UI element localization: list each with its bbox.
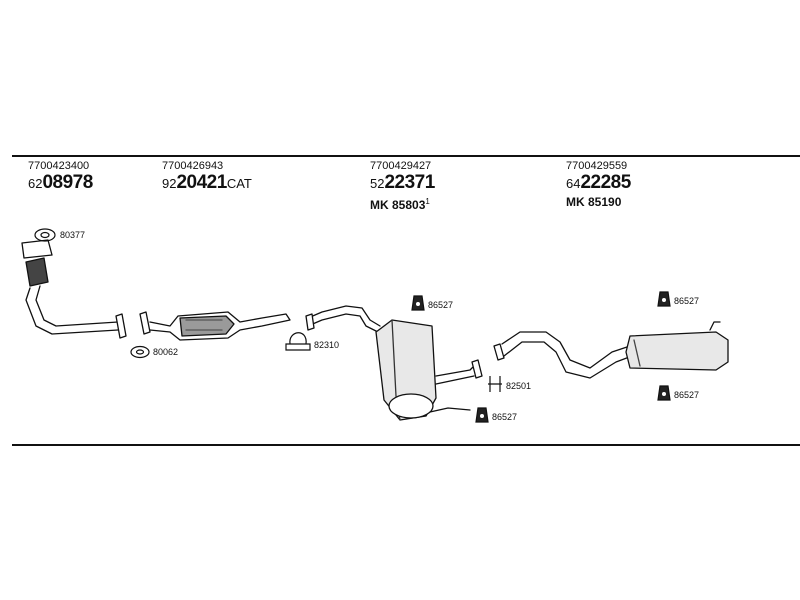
gasket-icon	[130, 345, 150, 359]
callout-86527: 86527	[674, 390, 699, 400]
callout-80062: 80062	[153, 347, 178, 357]
mk-number: MK 858031	[370, 197, 430, 212]
callout-86527: 86527	[674, 296, 699, 306]
callout-80377: 80377	[60, 230, 85, 240]
part-number: 6422285	[566, 172, 631, 193]
front-muffler	[305, 305, 483, 421]
top-divider	[12, 155, 800, 157]
rubber-hanger-icon	[657, 291, 671, 307]
rubber-hanger-icon	[657, 385, 671, 401]
part-header-2: 7700426943 9220421CAT	[162, 160, 252, 194]
oe-number: 7700429427	[370, 160, 432, 172]
callout-82310: 82310	[314, 340, 339, 350]
callout-86527: 86527	[492, 412, 517, 422]
rear-muffler	[493, 321, 729, 379]
oe-number: 7700426943	[162, 160, 224, 172]
oe-number: 7700429559	[566, 160, 628, 172]
part-number: 9220421CAT	[162, 172, 252, 193]
callout-82501: 82501	[506, 381, 531, 391]
part-number: 5222371	[370, 172, 435, 193]
callout-86527: 86527	[428, 300, 453, 310]
catalytic-converter	[139, 311, 291, 341]
gasket-icon	[34, 228, 56, 242]
part-header-4: 7700429559 6422285 MK 85190	[566, 160, 631, 210]
rubber-hanger-icon	[475, 407, 489, 423]
rubber-hanger-icon	[411, 295, 425, 311]
bracket-icon	[488, 376, 502, 392]
bottom-divider	[12, 444, 800, 446]
part-number: 6208978	[28, 172, 93, 193]
oe-number: 7700423400	[28, 160, 90, 172]
clamp-icon	[285, 332, 311, 351]
part-header-1: 7700423400 6208978	[28, 160, 93, 194]
mk-number: MK 85190	[566, 195, 622, 209]
front-downpipe	[21, 239, 127, 339]
part-header-3: 7700429427 5222371 MK 858031	[370, 160, 435, 213]
